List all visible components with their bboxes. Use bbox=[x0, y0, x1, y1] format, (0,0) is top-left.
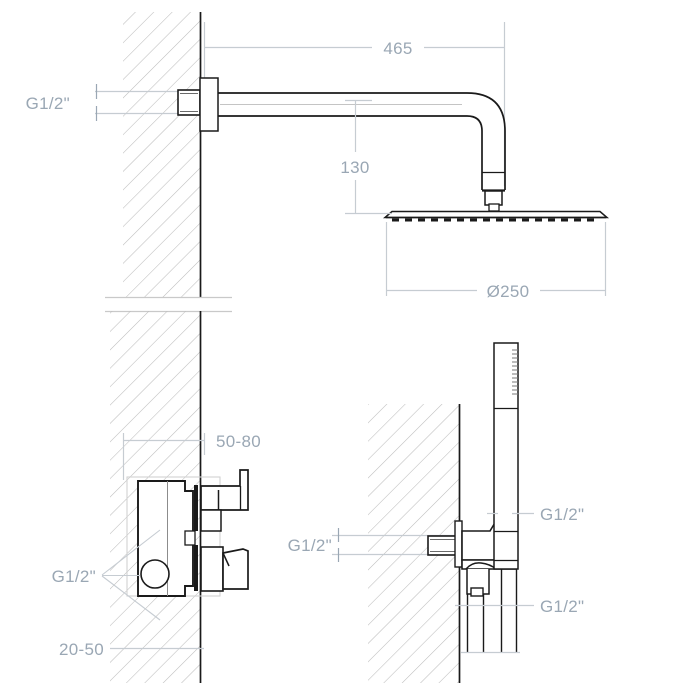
dimension-label-g12-wall-outlet: G1/2" bbox=[288, 536, 332, 555]
dimension-label-g12-handshower: G1/2" bbox=[540, 505, 584, 524]
g12-valve-leader-down bbox=[101, 575, 161, 621]
valve-mounting-plate-upper bbox=[194, 485, 198, 531]
shower-arm-outer-edge bbox=[218, 92, 506, 190]
dimension-label-diameter-250: Ø250 bbox=[487, 282, 530, 301]
valve-lower-body bbox=[200, 546, 224, 592]
dimension-label-465: 465 bbox=[383, 39, 412, 58]
mixer-lever-bevel bbox=[222, 552, 230, 567]
valve-upper-stem bbox=[200, 509, 222, 532]
dimension-130: 130 bbox=[340, 99, 392, 215]
dimension-g12-handshower: G1/2" bbox=[487, 505, 584, 524]
shower-head-swivel-housing bbox=[484, 190, 503, 206]
dimension-g12-valve: G1/2" bbox=[52, 529, 161, 621]
top-wall-hatch bbox=[123, 12, 201, 297]
hose-connector-collar bbox=[470, 587, 484, 597]
dimension-465: 465 bbox=[203, 22, 506, 186]
valve-supply-port bbox=[140, 559, 170, 589]
shower-arm-wall-flange bbox=[199, 77, 219, 132]
shower-head-plate bbox=[382, 210, 610, 219]
hand-shower bbox=[493, 342, 519, 570]
top-wall-section bbox=[123, 12, 202, 297]
shower-head-disc bbox=[382, 210, 610, 222]
wall-flange-body bbox=[199, 77, 219, 132]
concealed-mixer-valve bbox=[126, 469, 249, 597]
shower-head-swivel-neck bbox=[488, 203, 500, 212]
dimension-50-80: 50-80 bbox=[122, 432, 261, 480]
dimension-diameter-250: Ø250 bbox=[385, 222, 607, 301]
dimension-g12-inlet-top: G1/2" bbox=[26, 84, 196, 121]
wall-break-lines bbox=[105, 296, 232, 313]
dimension-label-g12-valve: G1/2" bbox=[52, 567, 96, 586]
mixer-lever-handle bbox=[222, 548, 249, 590]
dimension-label-g12-inlet-top: G1/2" bbox=[26, 94, 70, 113]
inlet-thread-nipple bbox=[177, 89, 201, 116]
dimension-g12-hose: G1/2" bbox=[455, 597, 584, 616]
hand-shower-handle bbox=[493, 342, 519, 570]
holder-back-plate bbox=[454, 520, 463, 568]
hand-shower-spray-face bbox=[512, 349, 518, 395]
dimension-label-20-50: 20-50 bbox=[59, 640, 104, 659]
shower-arm-inner-edge bbox=[218, 115, 483, 190]
valve-mounting-plate-lower bbox=[194, 545, 198, 591]
dimension-label-50-80: 50-80 bbox=[216, 432, 261, 451]
g12-valve-leader-up bbox=[101, 529, 161, 576]
shower-arm bbox=[218, 92, 506, 212]
hose-connector-arc bbox=[465, 562, 497, 570]
dimension-label-130: 130 bbox=[340, 158, 369, 177]
dimension-label-g12-hose: G1/2" bbox=[540, 597, 584, 616]
dimension-20-50: 20-50 bbox=[59, 640, 204, 659]
valve-mid-spacer bbox=[184, 530, 196, 546]
shower-hose bbox=[461, 569, 520, 654]
